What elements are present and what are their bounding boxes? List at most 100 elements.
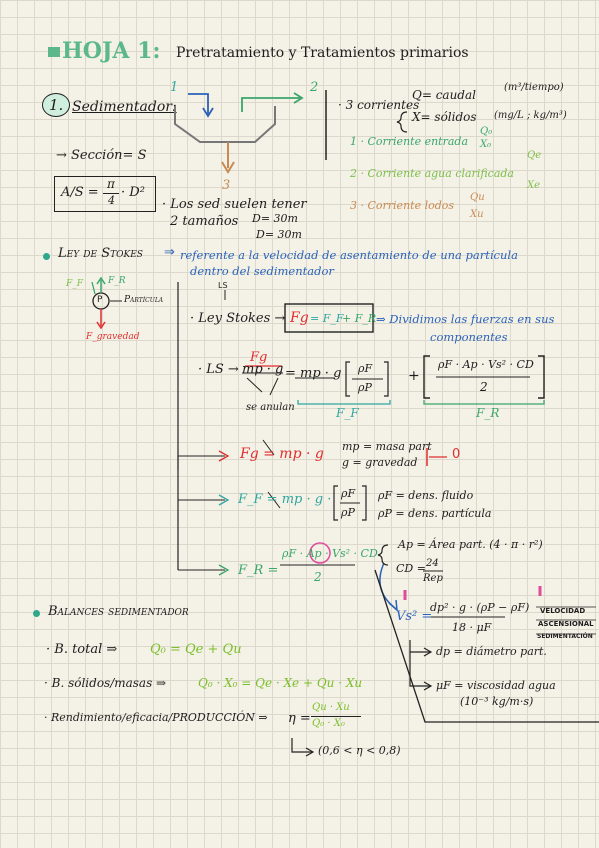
g-def: g = gravedad <box>342 456 418 469</box>
fr-line-num: ρF · Ap · Vs² · CD <box>282 547 378 560</box>
ls-label: · LS → <box>198 362 239 377</box>
corriente-clarificada-x: Xe <box>527 180 541 191</box>
q-caudal: Q= caudal <box>412 88 476 102</box>
vs-tag-1: VELOCIDAD <box>540 607 586 615</box>
cd-den: Rep <box>423 573 443 584</box>
cd-num: 24 <box>426 558 439 569</box>
ls-fg-top: Fg <box>250 350 268 365</box>
ap-def: Ap = Área part. (4 · π · r²) <box>398 538 543 551</box>
total-label: · B. total ⇒ <box>46 642 118 657</box>
rhop-def: ρP = dens. partícula <box>378 507 492 520</box>
area-d2: · D² <box>121 185 145 200</box>
section-number: 1. <box>42 93 71 117</box>
vs-tag-2: ASCENSIONAL <box>538 620 594 628</box>
vs-den: 18 · μF <box>452 621 492 634</box>
dividimos-1: ⇒ Dividimos las fuerzas en sus <box>376 312 555 326</box>
ls-fr-den: 2 <box>480 380 488 394</box>
ls-rho-p: ρP <box>358 381 372 394</box>
area-pi: π <box>107 177 115 191</box>
particle-fr: F_R <box>108 276 126 286</box>
stream-3-label: 3 <box>222 178 231 193</box>
ff-rho-p: ρP <box>341 506 355 519</box>
page-subtitle: Pretratamiento y Tratamientos primarios <box>176 45 469 61</box>
eq-fg: Fg <box>290 310 309 326</box>
particle-label: Partícula <box>124 295 164 305</box>
ls-over: LS <box>218 281 228 290</box>
balances-bullet <box>33 610 40 617</box>
mu-def: μF = viscosidad agua <box>436 679 556 692</box>
section-number-circle: 1. <box>42 93 71 117</box>
particle-p: P <box>97 295 103 305</box>
balances-heading: Balances sedimentador <box>48 604 189 619</box>
seccion-text: → Sección= S <box>56 148 147 163</box>
corriente-lodos-x: Xu <box>470 209 484 220</box>
label-fr: F_R <box>476 406 500 420</box>
q-units: (m³/tiempo) <box>504 82 564 93</box>
stokes-arrow: ⇒ <box>164 245 175 260</box>
ls-plus: + <box>408 368 420 384</box>
page-title: HOJA 1: <box>62 38 161 64</box>
fg-line: Fg = mp · g <box>240 446 324 462</box>
tanques-text-1: · Los sed suelen tener <box>162 197 307 212</box>
stokes-desc-1: referente a la velocidad de asentamiento… <box>180 248 518 262</box>
stokes-bullet <box>43 253 50 260</box>
corrientes-label: · 3 corrientes <box>338 98 420 112</box>
ls-fr-num: ρF · Ap · Vs² · CD <box>438 358 534 371</box>
rend-range: (0,6 < η < 0,8) <box>318 744 401 757</box>
rend-num: Qu · Xu <box>312 702 350 713</box>
label-ff: F_F <box>336 406 359 420</box>
area-fraction-bar <box>103 193 119 194</box>
mu-val: (10⁻³ kg/m·s) <box>460 695 534 708</box>
area-lhs: A/S = <box>61 185 99 200</box>
eq-fr: + F_R <box>342 312 377 325</box>
tanques-d2: D= 30m <box>256 228 302 241</box>
fr-line-den: 2 <box>314 570 322 584</box>
mp-def: mp = masa part <box>342 440 432 453</box>
total-eq: Q₀ = Qe + Qu <box>150 642 242 657</box>
x-units: (mg/L ; kg/m³) <box>494 110 567 121</box>
particle-ff: F_F <box>66 279 83 289</box>
ff-rho-f: ρF <box>341 487 356 500</box>
area-four: 4 <box>108 194 115 207</box>
corriente-lodos: 3 · Corriente lodos <box>350 199 455 212</box>
solidos-eq: Q₀ · X₀ = Qe · Xe + Qu · Xu <box>198 676 363 690</box>
vs-lhs: Vs² = <box>396 609 433 624</box>
fg-zero: 0 <box>452 447 461 462</box>
title-marker <box>48 47 60 57</box>
rend-lhs: η = <box>288 711 311 726</box>
ls-mp-g: mp · g <box>242 362 284 377</box>
ley-stokes-label: · Ley Stokes → <box>190 311 286 326</box>
area-formula-box: A/S = π 4 · D² <box>54 176 156 212</box>
sedimentador-label: Sedimentador: <box>72 99 177 115</box>
stokes-heading: Ley de Stokes <box>58 246 143 261</box>
vs-num: dp² · g · (ρP − ρF) <box>430 601 530 614</box>
corriente-lodos-q: Qu <box>470 192 485 203</box>
vs-tag-3: SEDIMENTACIÓN <box>537 633 593 640</box>
rend-label: · Rendimiento/eficacia/PRODUCCIÓN ⇒ <box>44 711 268 724</box>
corriente-clarificada: 2 · Corriente agua clarificada <box>350 167 514 180</box>
rend-den: Q₀ · X₀ <box>312 718 345 729</box>
cd-lhs: CD = <box>396 562 426 575</box>
se-anulan: se anulan <box>246 402 295 413</box>
stream-1-label: 1 <box>170 80 179 95</box>
corriente-entrada-q: Q₀ <box>480 126 493 137</box>
particle-fgravedad: F_gravedad <box>86 332 140 342</box>
stream-2-label: 2 <box>310 80 319 95</box>
x-solidos: X= sólidos <box>412 110 477 124</box>
dividimos-2: componentes <box>430 330 508 344</box>
ls-mp-g-2: = mp · g <box>285 366 342 381</box>
ff-line: F_F = mp · g · <box>238 492 332 507</box>
rend-fraction-bar <box>311 716 361 717</box>
rhof-def: ρF = dens. fluido <box>378 489 474 502</box>
corriente-entrada-x: X₀ <box>480 139 492 150</box>
tanques-d1: D= 30m <box>252 212 298 225</box>
corriente-clarificada-q: Qe <box>527 150 542 161</box>
eq-ff: = F_F <box>310 312 344 325</box>
solidos-label: · B. sólidos/masas ⇒ <box>44 676 167 690</box>
fr-line: F_R = <box>238 563 279 578</box>
ls-rho-f: ρF <box>358 362 373 375</box>
